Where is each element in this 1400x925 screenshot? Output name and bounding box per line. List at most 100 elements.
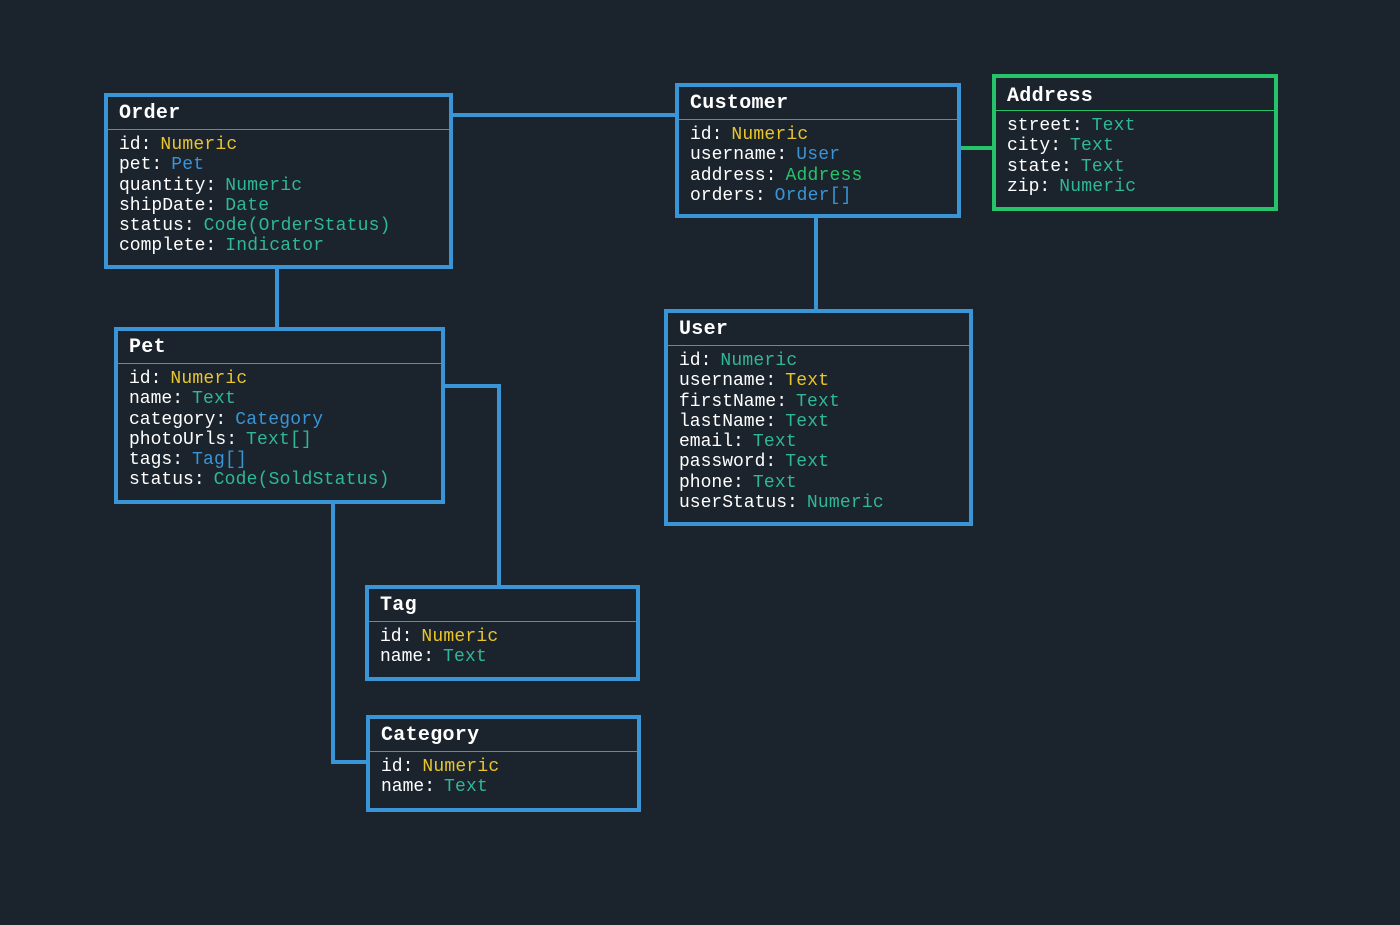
field-name: status <box>119 216 184 237</box>
field-name: id <box>380 627 402 647</box>
field-row: pet: Pet <box>119 155 449 175</box>
field-row: name: Text <box>381 777 637 797</box>
field-type: Text <box>1070 136 1115 157</box>
field-name: firstName <box>679 391 777 412</box>
field-separator: : <box>401 627 413 647</box>
field-type: Text <box>1091 116 1136 136</box>
field-separator: : <box>765 165 777 186</box>
field-name: name <box>129 389 173 410</box>
field-name: id <box>119 135 141 155</box>
field-name: userStatus <box>679 493 788 514</box>
entity-title: User <box>668 313 969 346</box>
field-type: User <box>796 145 841 166</box>
field-name: state <box>1007 156 1062 177</box>
entity-title: Pet <box>118 331 441 364</box>
field-row: id:Numeric <box>690 125 957 145</box>
field-row: name:Text <box>129 389 441 409</box>
field-type: Tag[] <box>192 450 248 471</box>
field-separator: : <box>424 777 436 798</box>
field-separator: : <box>205 175 217 196</box>
field-separator: : <box>183 216 195 237</box>
field-type: Text <box>1080 156 1125 177</box>
field-row: status:Code(SoldStatus) <box>129 470 441 490</box>
field-row: state: Text <box>1007 157 1274 177</box>
field-separator: : <box>140 135 152 155</box>
field-name: id <box>129 369 151 389</box>
field-separator: : <box>754 185 766 206</box>
field-type: Numeric <box>170 369 248 389</box>
field-type: Indicator <box>225 236 325 257</box>
field-row: firstName:Text <box>679 392 969 412</box>
field-type: Address <box>785 165 863 186</box>
field-type: Numeric <box>720 351 798 371</box>
field-type: Text <box>796 391 841 412</box>
connector-pet-tag <box>444 384 501 587</box>
field-type: Date <box>225 195 270 216</box>
field-name: category <box>129 409 216 430</box>
field-row: password:Text <box>679 452 969 472</box>
field-name: name <box>380 647 424 668</box>
field-name: status <box>129 470 194 491</box>
field-separator: : <box>151 155 163 176</box>
field-name: phone <box>679 472 734 493</box>
field-name: id <box>381 757 403 777</box>
field-type: Code(SoldStatus) <box>213 470 390 491</box>
field-row: orders:Order[] <box>690 186 957 206</box>
entity-title: Tag <box>369 589 636 622</box>
field-separator: : <box>205 236 217 257</box>
field-name: username <box>679 371 766 392</box>
field-name: pet <box>119 155 152 176</box>
field-name: zip <box>1007 176 1040 197</box>
field-separator: : <box>215 409 227 430</box>
field-separator: : <box>402 757 414 777</box>
field-row: category: Category <box>129 410 441 430</box>
field-name: id <box>679 351 701 371</box>
field-row: email:Text <box>679 432 969 452</box>
field-row: complete: Indicator <box>119 236 449 256</box>
field-name: lastName <box>679 411 766 432</box>
field-row: street:Text <box>1007 116 1274 136</box>
field-name: name <box>381 777 425 798</box>
field-separator: : <box>226 429 238 450</box>
field-separator: : <box>1050 136 1062 157</box>
field-name: address <box>690 165 766 186</box>
entity-title: Address <box>996 78 1274 111</box>
field-type: Text <box>444 777 489 798</box>
field-type: Numeric <box>225 175 303 196</box>
field-row: photoUrls:Text[] <box>129 430 441 450</box>
field-name: quantity <box>119 175 206 196</box>
field-row: id:Numeric <box>380 627 636 647</box>
field-separator: : <box>172 450 184 471</box>
field-type: Text <box>785 371 830 392</box>
field-type: Text <box>752 472 797 493</box>
field-type: Text <box>443 647 488 668</box>
connector-pet-category <box>331 503 367 764</box>
field-name: complete <box>119 236 206 257</box>
field-separator: : <box>1061 156 1072 177</box>
field-row: lastName:Text <box>679 412 969 432</box>
field-row: zip:Numeric <box>1007 177 1274 197</box>
field-separator: : <box>1039 176 1051 197</box>
field-separator: : <box>765 411 777 432</box>
field-type: Category <box>235 409 324 430</box>
field-row: username:User <box>690 145 957 165</box>
field-separator: : <box>700 351 712 371</box>
field-type: Text <box>785 452 830 473</box>
field-row: id:Numeric <box>119 135 449 155</box>
field-type: Pet <box>171 155 205 176</box>
field-name: street <box>1007 116 1072 136</box>
field-type: Code(OrderStatus) <box>203 216 391 237</box>
field-row: address: Address <box>690 166 957 186</box>
field-separator: : <box>733 432 744 453</box>
